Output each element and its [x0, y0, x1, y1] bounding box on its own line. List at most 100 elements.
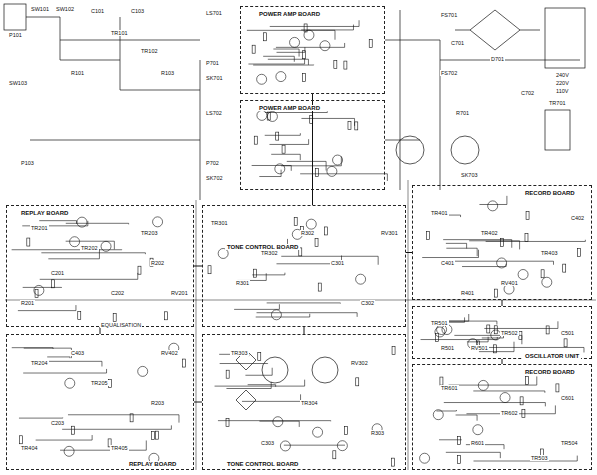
socket-symbol: [262, 357, 288, 383]
socket-symbol: [451, 136, 479, 164]
resistor-symbol: [267, 112, 270, 120]
wire: [277, 47, 305, 52]
part-label: SW102: [55, 6, 75, 12]
wire: [473, 391, 545, 393]
wire: [41, 253, 145, 254]
wire: [385, 10, 580, 190]
part-label: SW103: [8, 80, 28, 86]
resistor-symbol: [138, 266, 141, 274]
wire: [24, 348, 72, 358]
wire: [449, 376, 537, 385]
transistor-symbol: [420, 453, 430, 463]
resistor-symbol: [525, 377, 528, 385]
board-name: POWER AMP BOARD: [257, 11, 322, 17]
part-label: TR202: [80, 245, 99, 251]
wire: [60, 440, 146, 450]
part-label: TR101: [110, 30, 129, 36]
resistor-symbol: [369, 39, 372, 47]
transistor-symbol: [275, 164, 285, 174]
wire: [439, 439, 462, 440]
resistor-symbol: [315, 239, 318, 247]
wire: [444, 403, 546, 407]
socket-symbol: [396, 136, 424, 164]
resistor-symbol: [392, 347, 395, 355]
resistor-symbol: [252, 45, 255, 53]
resistor-symbol: [546, 326, 549, 334]
transistor-symbol: [313, 427, 323, 437]
resistor-symbol: [440, 377, 443, 385]
part-label: SK702: [205, 175, 224, 181]
transistor-symbol: [65, 378, 75, 388]
resistor-symbol: [151, 432, 154, 440]
wire: [259, 421, 299, 427]
transistor-symbol: [327, 166, 337, 176]
transistor-symbol: [473, 425, 483, 435]
part-label: P701: [205, 60, 220, 66]
part-label: TR205: [90, 380, 109, 386]
transistor-symbol: [267, 111, 277, 121]
transistor-symbol: [542, 277, 552, 287]
transistor-symbol: [34, 285, 44, 295]
part-label: R501: [440, 345, 455, 351]
wire: [252, 165, 292, 170]
part-label: TR303: [230, 350, 249, 356]
resistor-symbol: [165, 312, 168, 320]
wire: [247, 30, 335, 39]
resistor-symbol: [487, 325, 490, 333]
board-region: RECORD BOARD: [412, 364, 592, 470]
board-name: TONE CONTROL BOARD: [225, 461, 300, 467]
resistor-symbol: [264, 33, 267, 41]
part-label: D701: [490, 56, 505, 62]
resistor-symbol: [457, 456, 460, 464]
transistor-symbol: [64, 446, 74, 456]
part-label: C302: [360, 300, 375, 306]
resistor-symbol: [520, 397, 523, 405]
part-label: RV402: [160, 350, 179, 356]
board-name: REPLAY BOARD: [127, 461, 178, 467]
wire: [452, 261, 554, 265]
transistor-symbol: [333, 155, 343, 165]
wire: [456, 415, 478, 421]
wire: [23, 287, 62, 289]
signal-connector: [194, 266, 202, 267]
transistor-symbol: [257, 74, 267, 84]
transistor-symbol: [304, 30, 314, 40]
resistor-symbol: [156, 431, 159, 439]
board-region: POWER AMP BOARD: [240, 6, 385, 94]
resistor-symbol: [113, 313, 116, 321]
transistor-symbol: [290, 37, 300, 47]
board-name: OSCILLATOR UNIT: [523, 353, 581, 359]
resistor-symbol: [109, 380, 112, 388]
resistor-symbol: [71, 426, 74, 434]
wire: [47, 357, 70, 358]
resistor-symbol: [541, 270, 544, 278]
part-label: R103: [160, 70, 175, 76]
part-label: R201: [20, 300, 35, 306]
signal-connector: [100, 327, 101, 334]
transistor-symbol: [280, 441, 290, 451]
resistor-symbol: [282, 145, 285, 153]
bus-wire: [5, 180, 596, 470]
part-label: EQUALISATION: [100, 322, 142, 328]
transformer-symbol: [545, 110, 570, 150]
wire: [446, 452, 501, 458]
wire: [276, 43, 345, 47]
part-label: R401: [460, 290, 475, 296]
signal-connector: [194, 402, 202, 403]
resistor-symbol: [78, 312, 81, 320]
part-label: TR301: [210, 220, 229, 226]
part-label: TR701: [548, 100, 567, 106]
resistor-symbol: [315, 168, 318, 176]
wire: [474, 456, 578, 461]
part-label: TR602: [500, 410, 519, 416]
transistor-symbol: [488, 201, 498, 211]
wire: [256, 314, 310, 317]
transistor-symbol: [77, 217, 87, 227]
part-label: FS701: [440, 12, 458, 18]
part-label: P702: [205, 160, 220, 166]
wire: [242, 394, 301, 401]
transistor-symbol: [435, 327, 445, 337]
wire: [269, 139, 308, 144]
bridge-rectifier: [236, 350, 256, 410]
wire: [12, 348, 53, 349]
